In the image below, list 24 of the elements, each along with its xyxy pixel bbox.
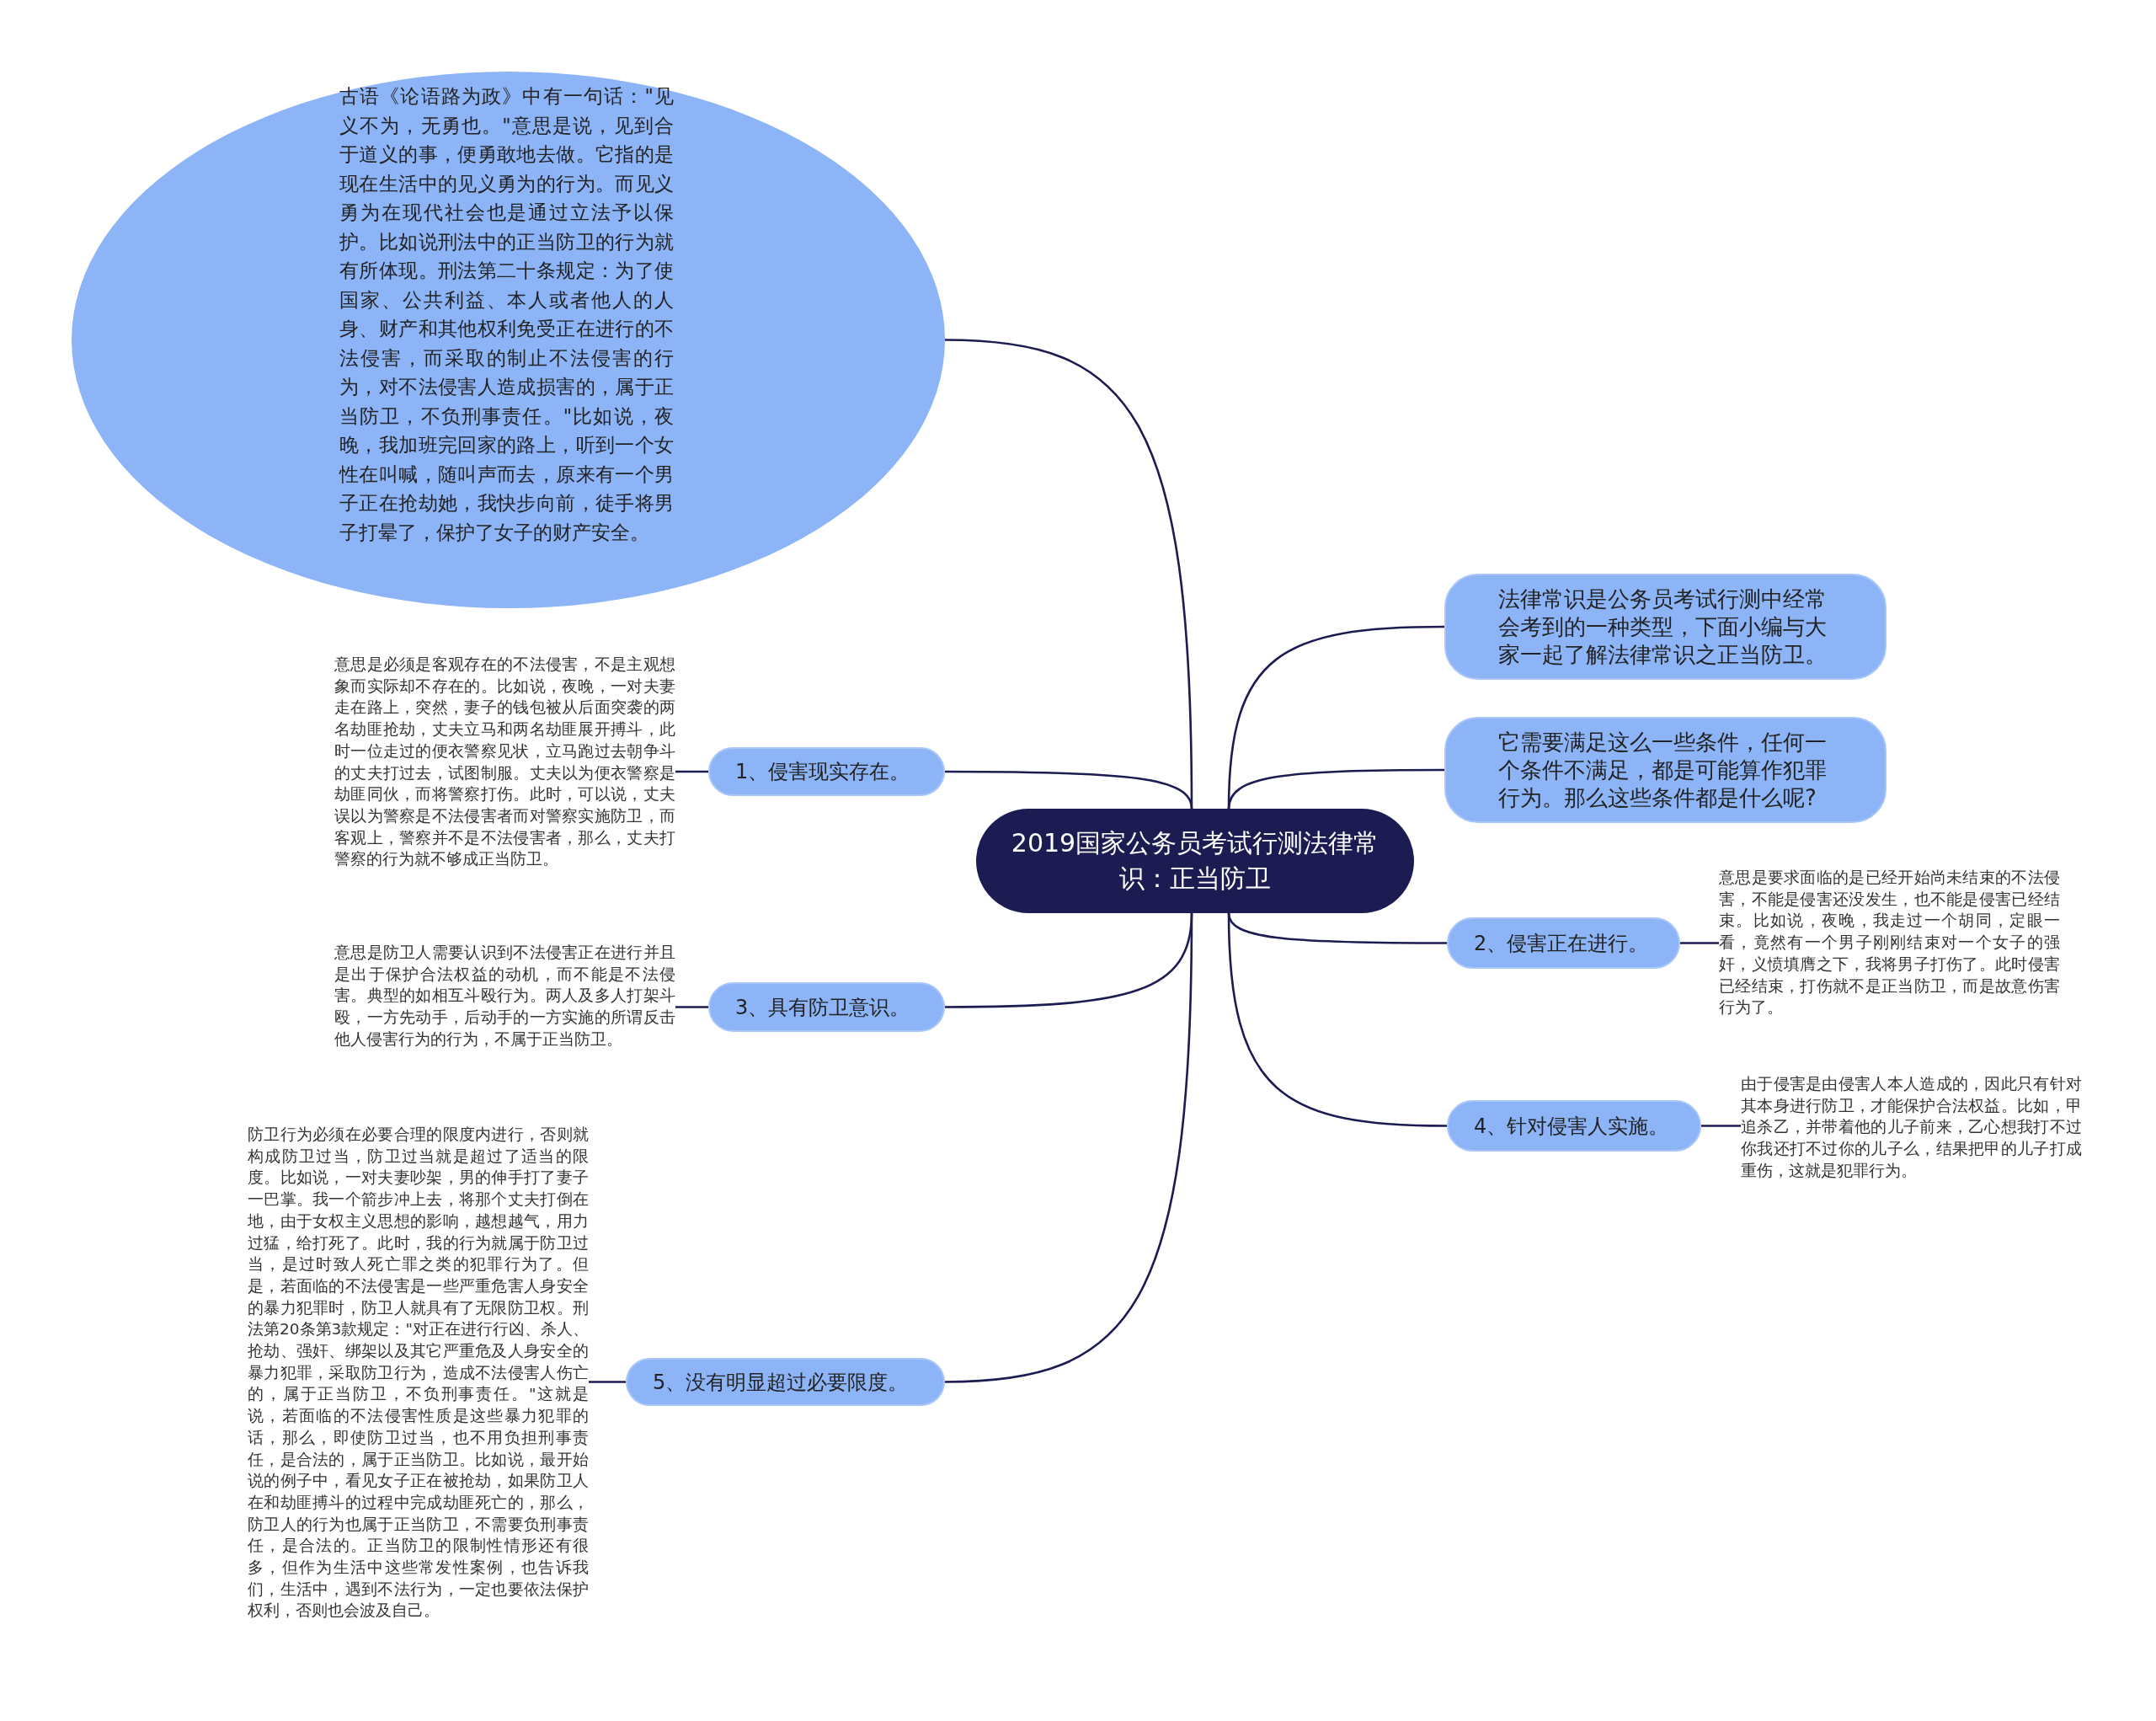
connector-line <box>944 913 1193 1383</box>
note-text: 防卫行为必须在必要合理的限度内进行，否则就构成防卫过当，防卫过当就是超过了适当的限度。比如说，一对夫妻吵架，男的伸手打了妻子一巴掌。我一个箭步冲上去，将那个丈夫打倒在地，由于女权主义思想的影响，越想越气，用力过猛，给打死了。此时，我的行为就属于防卫过当，是过时致人死亡罪之类的犯罪行为了。但是，若面临的不法侵害是一些严重危害人身安全的暴力犯罪时，防卫人就具有了无限防卫权。刑法第20条第3款规定："对正在进行行凶、杀人、抢劫、强奸、绑架以及其它严重危及人身安全的暴力犯罪，采取防卫行为，造成不法侵害人伤亡的，属于正当防卫，不负刑事责任。"这就是说，若面临的不法侵害性质是这些暴力犯罪的话，那么，即使防卫过当，也不用负担刑事责任，是合法的，属于正当防卫。比如说，最开始说的例子中，看见女子正在被抢劫，如果防卫人在和劫匪搏斗的过程中完成劫匪死亡的，那么，防卫人的行为也属于正当防卫，不需要负刑事责任，是合法的。正当防卫的限制性情形还有很多，但作为生活中这些常发性案例，也告诉我们，生活中，遇到不法行为，一定也要依法保护权利，否则也会波及自己。 <box>248 1124 589 1622</box>
central-topic: 2019国家公务员考试行测法律常识：正当防卫 <box>976 809 1414 913</box>
topic-pill: 4、针对侵害人实施。 <box>1447 1100 1701 1152</box>
note-text: 意思是要求面临的是已经开始尚未结束的不法侵害，不能是侵害还没发生，也不能是侵害已经结束。比如说，夜晚，我走过一个胡同，定眼一看，竟然有一个男子刚刚结束对一个女子的强奸，义愤填膺之下，我将男子打伤了。此时侵害已经结束，打伤就不是正当防卫，而是故意伤害行为了。 <box>1719 867 2060 1018</box>
connector-line <box>589 1381 626 1383</box>
topic-pill: 1、侵害现实存在。 <box>708 747 945 796</box>
connector-line <box>1227 912 1447 944</box>
note-text: 意思是防卫人需要认识到不法侵害正在进行并且是出于保护合法权益的动机，而不能是不法侵害。典型的如相互斗殴行为。两人及多人打架斗殴，一方先动手，后动手的一方实施的所谓反击他人侵害行为的行为，不属于正当防卫。 <box>334 942 675 1050</box>
connector-line <box>945 770 1193 810</box>
topic-bubble: 古语《论语路为政》中有一句话："见义不为，无勇也。"意思是说，见到合于道义的事，便勇敢地去做。它指的是现在生活中的见义勇为的行为。而见义勇为在现代社会也是通过立法予以保护。比如说刑法中的正当防卫的行为就有所体现。刑法第二十条规定：为了使国家、公共利益、本人或者他人的人身、财产和其他权利免受正在进行的不法侵害，而采取的制止不法侵害的行为，对不法侵害人造成损害的，属于正当防卫，不负刑事责任。"比如说，夜晚，我加班完回家的路上，听到一个女性在叫喊，随叫声而去，原来有一个男子正在抢劫她，我快步向前，徒手将男子打晕了，保护了女子的财产安全。 <box>72 72 945 608</box>
connector-line <box>675 1006 708 1008</box>
note-text: 由于侵害是由侵害人本人造成的，因此只有针对其本身进行防卫，才能保护合法权益。比如，甲追杀乙，并带着他的儿子前来，乙心想我打不过你我还打不过你的儿子么，结果把甲的儿子打成重伤，这就是犯罪行为。 <box>1741 1073 2082 1182</box>
connector-line <box>1701 1125 1741 1127</box>
connector-line <box>675 770 708 773</box>
connector-line <box>1680 942 1719 944</box>
topic-pill: 5、没有明显超过必要限度。 <box>626 1358 945 1406</box>
topic-pill: 3、具有防卫意识。 <box>708 982 945 1032</box>
topic-pill: 它需要满足这么一些条件，任何一个条件不满足，都是可能算作犯罪行为。那么这些条件都是什么呢? <box>1444 717 1886 823</box>
connector-line <box>1227 768 1444 810</box>
note-text: 意思是必须是客观存在的不法侵害，不是主观想象而实际却不存在的。比如说，夜晚，一对夫妻走在路上，突然，妻子的钱包被从后面突袭的两名劫匪抢劫，丈夫立马和两名劫匪展开搏斗，此时一位走过的便衣警察见状，立马跑过去朝争斗的丈夫打过去，试图制服。丈夫以为便衣警察是劫匪同伙，而将警察打伤。此时，可以说，丈夫误以为警察是不法侵害者而对警察实施防卫，而客观上，警察并不是不法侵害者，那么，丈夫打警察的行为就不够成正当防卫。 <box>334 654 675 871</box>
topic-pill: 2、侵害正在进行。 <box>1447 917 1680 969</box>
connector-line <box>1227 912 1448 1127</box>
topic-pill: 法律常识是公务员考试行测中经常会考到的一种类型，下面小编与大家一起了解法律常识之正当防卫。 <box>1444 574 1886 680</box>
